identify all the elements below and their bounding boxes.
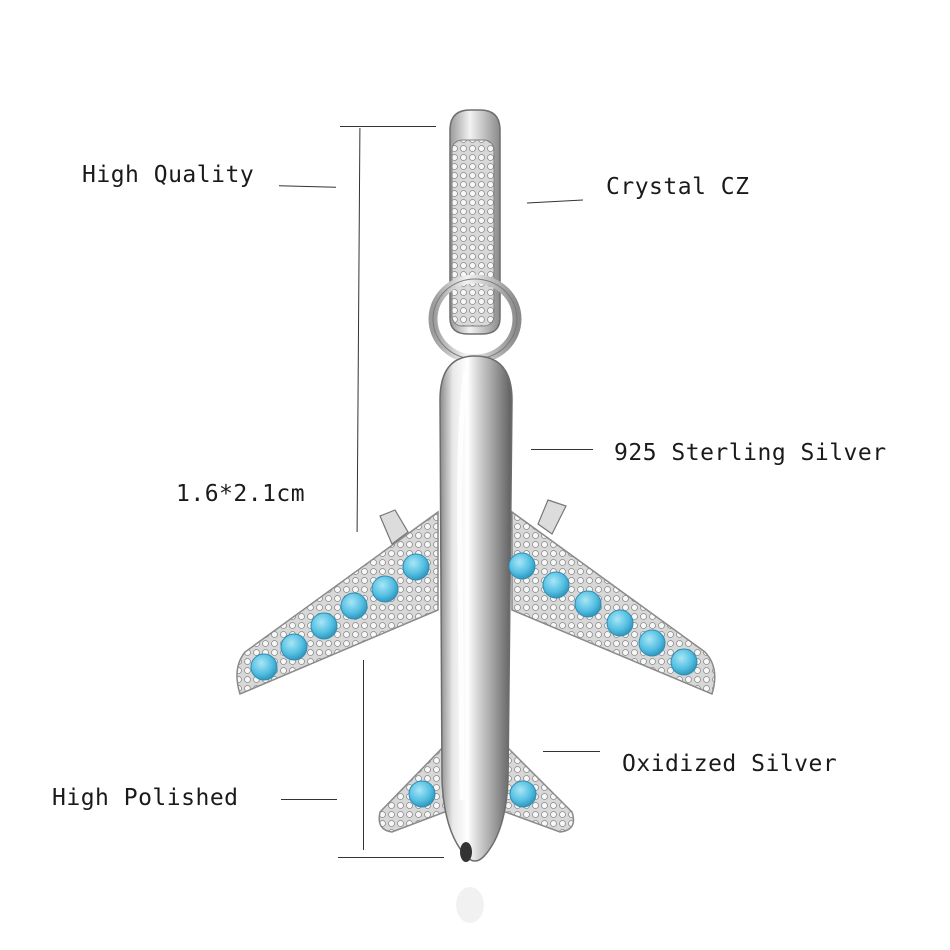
leader-line-oxidized-silver <box>543 751 600 752</box>
dimension-bottom-tick <box>338 857 444 858</box>
fuselage <box>439 355 513 862</box>
leader-line-high-polished <box>281 799 337 800</box>
blue-stone-left-tail <box>408 780 436 808</box>
right-tail-fin <box>499 740 575 833</box>
dimension-top-tick <box>340 126 436 127</box>
blue-stone-right-tail <box>509 780 537 808</box>
blue-stones-right-wing <box>508 552 698 676</box>
bail <box>449 109 501 335</box>
leader-line-sterling-silver <box>531 449 593 450</box>
blue-stones-left-wing <box>250 553 430 681</box>
label-high-quality: High Quality <box>82 162 255 188</box>
label-size: 1.6*2.1cm <box>176 481 306 507</box>
dimension-line-lower <box>363 660 364 850</box>
label-crystal-cz: Crystal CZ <box>606 174 750 200</box>
label-sterling-silver: 925 Sterling Silver <box>614 440 887 466</box>
label-high-polished: High Polished <box>52 785 239 811</box>
label-oxidized-silver: Oxidized Silver <box>622 751 838 777</box>
